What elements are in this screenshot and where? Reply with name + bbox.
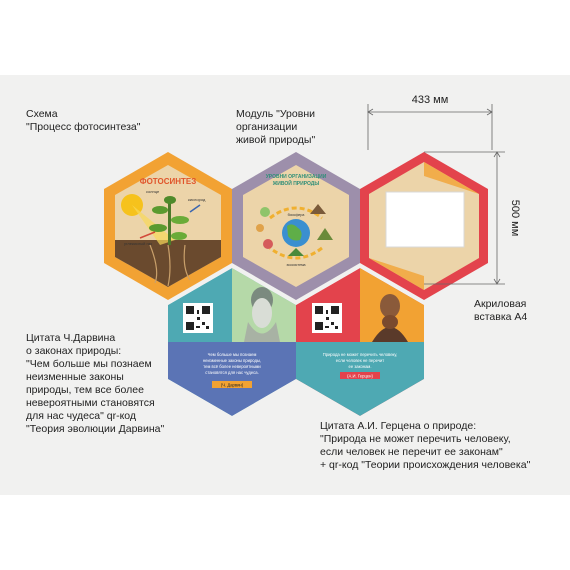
darwin-author: (Ч. Дарвин) — [221, 383, 244, 388]
levels-title-line2: ЖИВОЙ ПРИРОДЫ — [272, 179, 320, 187]
caption-module: Модуль "Уровни организации живой природы… — [236, 108, 316, 146]
herzen-quote-line3: ее законам. — [349, 364, 372, 369]
height-label: 500 мм — [509, 200, 521, 237]
cell-icon — [260, 207, 270, 217]
caption-herzen: Цитата А.И. Герцена о природе: "Природа … — [320, 420, 531, 471]
levels-title-line1: УРОВНИ ОРГАНИЗАЦИИ — [266, 174, 327, 180]
caption-scheme: Схема "Процесс фотосинтеза" — [26, 108, 141, 133]
darwin-quote-line3: тем всё более невероятными — [203, 364, 261, 369]
biosphere-label: биосфера — [288, 213, 305, 217]
width-label: 433 мм — [412, 94, 449, 106]
organ-icon — [263, 239, 273, 249]
ecosystem-label: экосистема — [286, 263, 305, 267]
caption-acrylic: Акриловая вставка А4 — [474, 298, 528, 323]
caption-darwin: Цитата Ч.Дарвина о законах природы: "Чем… — [26, 332, 165, 435]
population-icon — [317, 228, 333, 240]
darwin-hexagon: Чем больше мы познаем неизменные законы … — [168, 268, 296, 416]
photosynthesis-title: ФОТОСИНТЕЗ — [140, 177, 197, 186]
photosynthesis-hexagon: ФОТОСИНТЕЗ солнце кислород углекислый га… — [104, 152, 232, 300]
co2-label: углекислый газ — [124, 241, 152, 246]
leaf-icon — [152, 206, 168, 214]
deer-icon — [310, 204, 326, 214]
levels-hexagon: УРОВНИ ОРГАНИЗАЦИИ ЖИВОЙ ПРИРОДЫ биосфер… — [232, 152, 360, 300]
width-dimension — [367, 104, 493, 150]
sun-label: солнце — [146, 189, 160, 194]
herzen-quote-line1: Природа не может перечить человеку, — [323, 352, 398, 357]
ecosystem-icon — [288, 248, 304, 256]
soil — [115, 240, 221, 287]
herzen-author: (А.И. Герцен) — [347, 374, 373, 379]
acrylic-a4-insert — [385, 191, 465, 248]
darwin-quote-line1: Чем больше мы познаем — [208, 352, 257, 357]
herzen-quote-line2: если человек не перечит — [336, 358, 385, 363]
darwin-portrait — [244, 287, 280, 342]
molecule-icon — [256, 224, 264, 232]
darwin-quote-line4: становятся для нас чудеса. — [205, 370, 259, 375]
oxygen-label: кислород — [188, 197, 206, 202]
acrylic-hexagon — [360, 152, 488, 300]
herzen-portrait — [372, 294, 408, 342]
darwin-quote-line2: неизменные законы природы, — [203, 358, 261, 363]
herzen-hexagon: Природа не может перечить человеку, если… — [296, 268, 424, 416]
height-dimension — [424, 151, 505, 285]
